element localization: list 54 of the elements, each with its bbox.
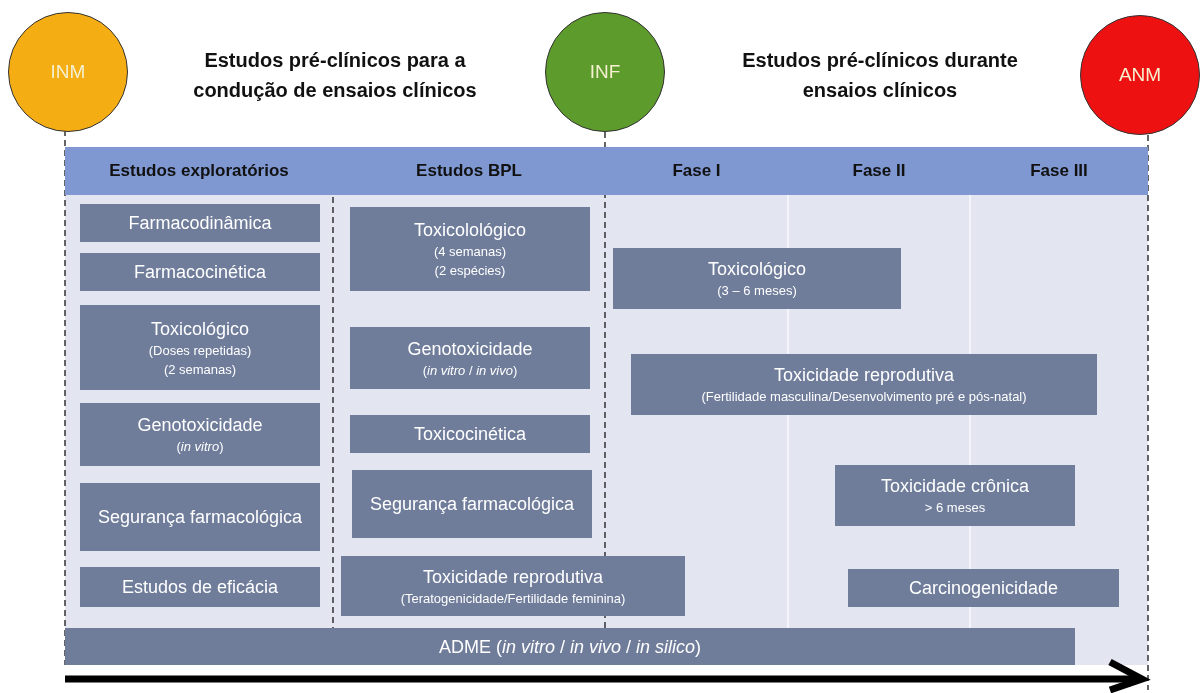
- study-name: Toxicolológico: [413, 219, 527, 242]
- study-box: [80, 253, 320, 291]
- study-name: Toxicidade reprodutiva: [773, 364, 955, 387]
- study-name: Toxicidade crônica: [880, 475, 1030, 498]
- section-title: Estudos pré-clínicos para a condução de ensaios clínicos: [192, 48, 478, 103]
- study-name: Farmacocinética: [133, 261, 266, 284]
- study-note: (2 espécies): [434, 262, 506, 280]
- header-text: Fase I: [672, 161, 721, 181]
- study-name: Segurança farmacológica: [97, 506, 303, 529]
- study-name: Toxicocinética: [413, 423, 527, 446]
- milestone-label: ANM: [1118, 64, 1162, 86]
- study-name: Toxicidade reprodutiva: [422, 565, 604, 589]
- study-box: [65, 628, 1075, 665]
- study-box: [341, 556, 685, 616]
- header-text: Estudos BPL: [416, 161, 522, 181]
- study-note: (Doses repetidas): [148, 341, 252, 360]
- study-note: (4 semanas): [433, 243, 507, 261]
- study-box: [350, 207, 590, 291]
- study-box: [80, 305, 320, 390]
- header-text: Fase III: [1030, 161, 1088, 181]
- study-note: (Fertilidade masculina/Desenvolvimento pré e pós-natal): [701, 388, 1027, 406]
- header-text: Fase II: [852, 161, 906, 181]
- study-note: (in vitro / in vivo): [422, 361, 518, 380]
- study-box: [352, 470, 592, 538]
- study-box: [631, 354, 1097, 415]
- study-box: [350, 327, 590, 389]
- study-name: Estudos de eficácia: [121, 576, 279, 599]
- milestone-label: INM: [50, 61, 86, 83]
- header-text: Estudos exploratórios: [109, 161, 289, 181]
- study-name: Segurança farmacológica: [369, 493, 575, 516]
- study-note: (3 – 6 meses): [717, 282, 797, 300]
- study-box: [835, 465, 1075, 526]
- study-box: [80, 567, 320, 607]
- study-box: [80, 483, 320, 551]
- study-box: [80, 204, 320, 242]
- study-name: Farmacodinâmica: [128, 212, 272, 235]
- study-name: Genotoxicidade: [407, 337, 533, 361]
- study-name: Genotoxicidade: [137, 414, 263, 437]
- study-box: [848, 569, 1119, 607]
- milestone-label: INF: [589, 61, 621, 83]
- study-name: Toxicológico: [150, 317, 250, 341]
- section-title: Estudos pré-clínicos durante ensaios clínicos: [741, 48, 1019, 103]
- study-name: Carcinogenicidade: [908, 577, 1059, 600]
- study-note: > 6 meses: [924, 499, 986, 517]
- column-header: [65, 147, 333, 195]
- column-header: [970, 147, 1148, 195]
- study-box: [613, 248, 901, 309]
- study-name: Toxicológico: [707, 258, 807, 281]
- study-note: (in vitro): [176, 438, 224, 456]
- study-box: [350, 415, 590, 453]
- study-note: (Teratogenicidade/Fertilidade feminina): [400, 589, 626, 608]
- study-box: [80, 403, 320, 466]
- study-note: (2 semanas): [163, 360, 237, 379]
- study-name: ADME (in vitro / in vivo / in silico): [438, 635, 702, 659]
